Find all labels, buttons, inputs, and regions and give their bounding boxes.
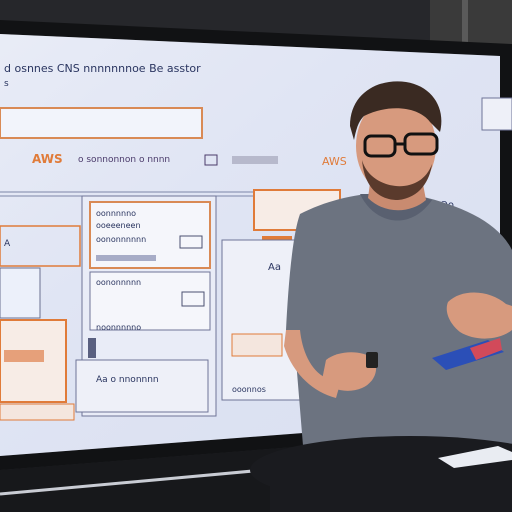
card-top-line-3: oononnnnnn [96,235,146,244]
card-top-line-1: oonnnnno [96,209,136,218]
table-tablet [438,446,512,468]
presenter-person [284,81,512,470]
banner-right-label: AWS [322,155,347,168]
slide-card-bottom [75,359,209,413]
aws-banner-label: AWS [32,152,63,166]
slide-left-panel [0,225,81,267]
right-box-title: Aa [268,262,281,273]
presentation-table [250,436,512,512]
card-top-line-2: ooeeeneen [96,221,141,230]
slide-top-bar [0,107,203,139]
banner-text: o sonnonnon o nnnn [78,155,170,165]
slide-heading: d osnnes CNS nnnnnnnoe Be asstor [4,62,201,75]
corner-label: A [4,239,11,249]
card-mid-line-1: oononnnnn [96,278,141,287]
slide-card-mid [89,271,211,331]
card-bottom-text: Aa o nnonnnn [96,375,159,385]
right-box-footer: ooonnos [232,385,266,394]
card-mid-line-2: noonnnnno [96,323,141,332]
slide-left-label: s [4,79,9,89]
